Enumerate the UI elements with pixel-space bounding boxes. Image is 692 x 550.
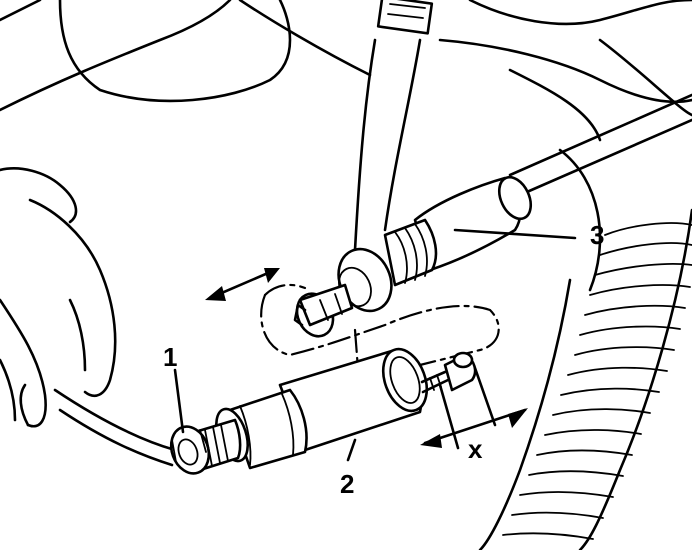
- callout-1: 1: [163, 342, 177, 372]
- callout-3: 3: [590, 220, 604, 250]
- movement-arrow-icon: [205, 268, 280, 301]
- dimension-x: [420, 366, 528, 450]
- callout-2: 2: [340, 469, 354, 499]
- bowden-cable: [508, 93, 692, 197]
- corrugated-hose: [478, 208, 692, 550]
- dimension-x-label: x: [468, 434, 483, 464]
- phantom-outline-left: [263, 283, 307, 297]
- leader-lines: [173, 228, 577, 462]
- leader-3: [453, 228, 577, 240]
- leader-1: [173, 368, 185, 434]
- leader-2: [346, 438, 357, 462]
- part-1-switch: [169, 418, 242, 475]
- engine-housing-outline: [0, 0, 692, 292]
- coolant-hose: [353, 0, 434, 252]
- phantom-outline-3: [260, 293, 500, 367]
- hand-illustration: [0, 167, 117, 428]
- part-2-gauge: [214, 347, 429, 470]
- part-3-connector: [293, 175, 533, 338]
- switch-lead: [53, 388, 177, 467]
- gauge-probe: [420, 351, 477, 394]
